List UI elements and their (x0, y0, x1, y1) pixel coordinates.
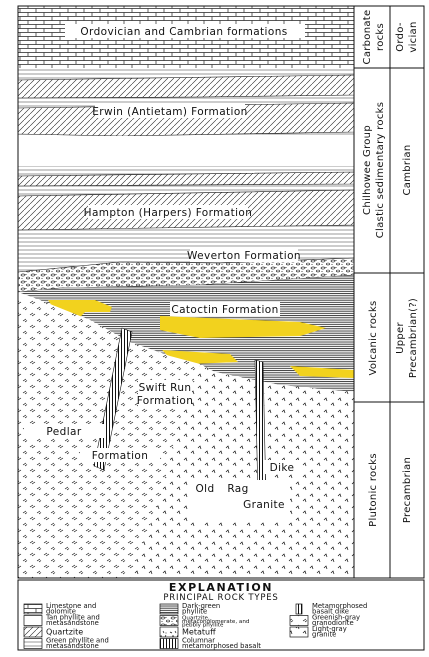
explanation-panel: EXPLANATION PRINCIPAL ROCK TYPES Limesto… (17, 579, 425, 651)
side-upper-precambrian-1: Upper (395, 322, 406, 354)
legend-label-basalt-dike-1: basalt dike (312, 607, 349, 615)
side-carbonate-2: rocks (375, 23, 386, 51)
label-weverton: Weverton Formation (187, 250, 301, 262)
label-swift-run-2: Formation (137, 395, 194, 407)
label-pedlar-2: Formation (92, 450, 149, 462)
side-clastic-1: Chilhowee Group (362, 125, 373, 215)
side-plutonic: Plutonic rocks (368, 453, 379, 527)
clastic-background (18, 68, 354, 273)
explanation-title: EXPLANATION (169, 581, 273, 594)
legend-swatch-quartzite (23, 626, 43, 638)
legend-label-columnar-basalt-0: Columnar (182, 636, 215, 644)
label-erwin: Erwin (Antietam) Formation (92, 106, 248, 118)
legend-label-limestone-0: Limestone and (46, 602, 96, 610)
legend-item-metatuff: Metatuff (159, 626, 216, 638)
legend-swatch-limestone (23, 603, 43, 615)
legend-label-granodiorite-0: Greenish-gray (312, 613, 360, 621)
legend-swatch-dark-green-phyllite (159, 603, 179, 615)
legend-label-conglomerate-0: Quartzite, (182, 615, 210, 621)
side-carbonate-1: Carbonate (362, 10, 373, 65)
legend-label-dark-green-phyllite-1: phyllite (182, 607, 207, 615)
label-ordovician-cambrian: Ordovician and Cambrian formations (80, 26, 287, 38)
legend-swatch-columnar-basalt (159, 638, 179, 649)
side-clastic-2: Clastic sedimentary rocks (375, 102, 386, 238)
legend-label-dark-green-phyllite-0: Dark-green (182, 602, 220, 610)
side-volcanic: Volcanic rocks (368, 300, 379, 375)
legend-swatch-metatuff (159, 626, 179, 638)
cross-section: Ordovician and Cambrian formations Erwin… (17, 5, 355, 579)
label-old-rag-2: Rag (227, 483, 248, 495)
legend-label-green-phyllite-0: Green phyllite and (46, 636, 109, 644)
legend-swatch-granodiorite (289, 615, 309, 626)
highlight-east (290, 366, 354, 378)
legend-swatch-tan-phyllite (23, 615, 43, 626)
side-upper-precambrian-2: Precambrian(?) (408, 298, 419, 378)
label-catoctin: Catoctin Formation (171, 304, 278, 316)
legend-label-granite-1: granite (312, 630, 336, 638)
side-cambrian: Cambrian (402, 145, 413, 196)
legend-swatch-conglomerate (159, 615, 179, 626)
legend-label-tan-phyllite-1: metasandstone (46, 619, 99, 627)
legend-item-quartzite: Quartzite (23, 626, 83, 638)
label-old-rag-3: Granite (243, 499, 285, 511)
legend-label-conglomerate-1: metaconglomerate, and (182, 619, 250, 625)
legend-label-tan-phyllite-0: Tan phyllite and (45, 613, 100, 621)
side-ordovician-1: Ordo- (395, 22, 406, 52)
label-old-rag-1: Old (195, 483, 214, 495)
tan-phyllite-band (18, 136, 354, 166)
legend-swatch-green-phyllite (23, 638, 43, 649)
highlight-central (160, 316, 326, 338)
label-swift-run-1: Swift Run (139, 382, 192, 394)
label-pedlar-1: Pedlar (46, 426, 81, 438)
legend-label-quartzite-0: Quartzite (46, 628, 83, 637)
label-dike: Dike (270, 462, 295, 474)
label-hampton: Hampton (Harpers) Formation (84, 207, 253, 219)
legend-label-basalt-dike-0: Metamorphosed (312, 602, 367, 610)
side-precambrian: Precambrian (402, 457, 413, 523)
legend-swatch-granite (289, 626, 309, 638)
legend-label-green-phyllite-1: metasandstone (46, 642, 99, 650)
legend-label-metatuff-0: Metatuff (182, 628, 216, 637)
legend-label-granodiorite-1: granodiorite (312, 619, 354, 627)
legend-swatch-basalt-dike (295, 603, 303, 615)
explanation-subtitle: PRINCIPAL ROCK TYPES (163, 593, 278, 603)
side-ordovician-2: vician (408, 21, 419, 52)
legend-label-conglomerate-2: pebbly phyllite (182, 623, 224, 629)
side-columns: Carbonate rocks Chilhowee Group Clastic … (353, 5, 425, 579)
old-rag-granite (130, 364, 354, 578)
legend-label-limestone-1: dolomite (46, 607, 76, 615)
legend-label-granite-0: Light-gray (312, 625, 347, 633)
legend-label-columnar-basalt-1: metamorphosed basalt (182, 642, 261, 650)
